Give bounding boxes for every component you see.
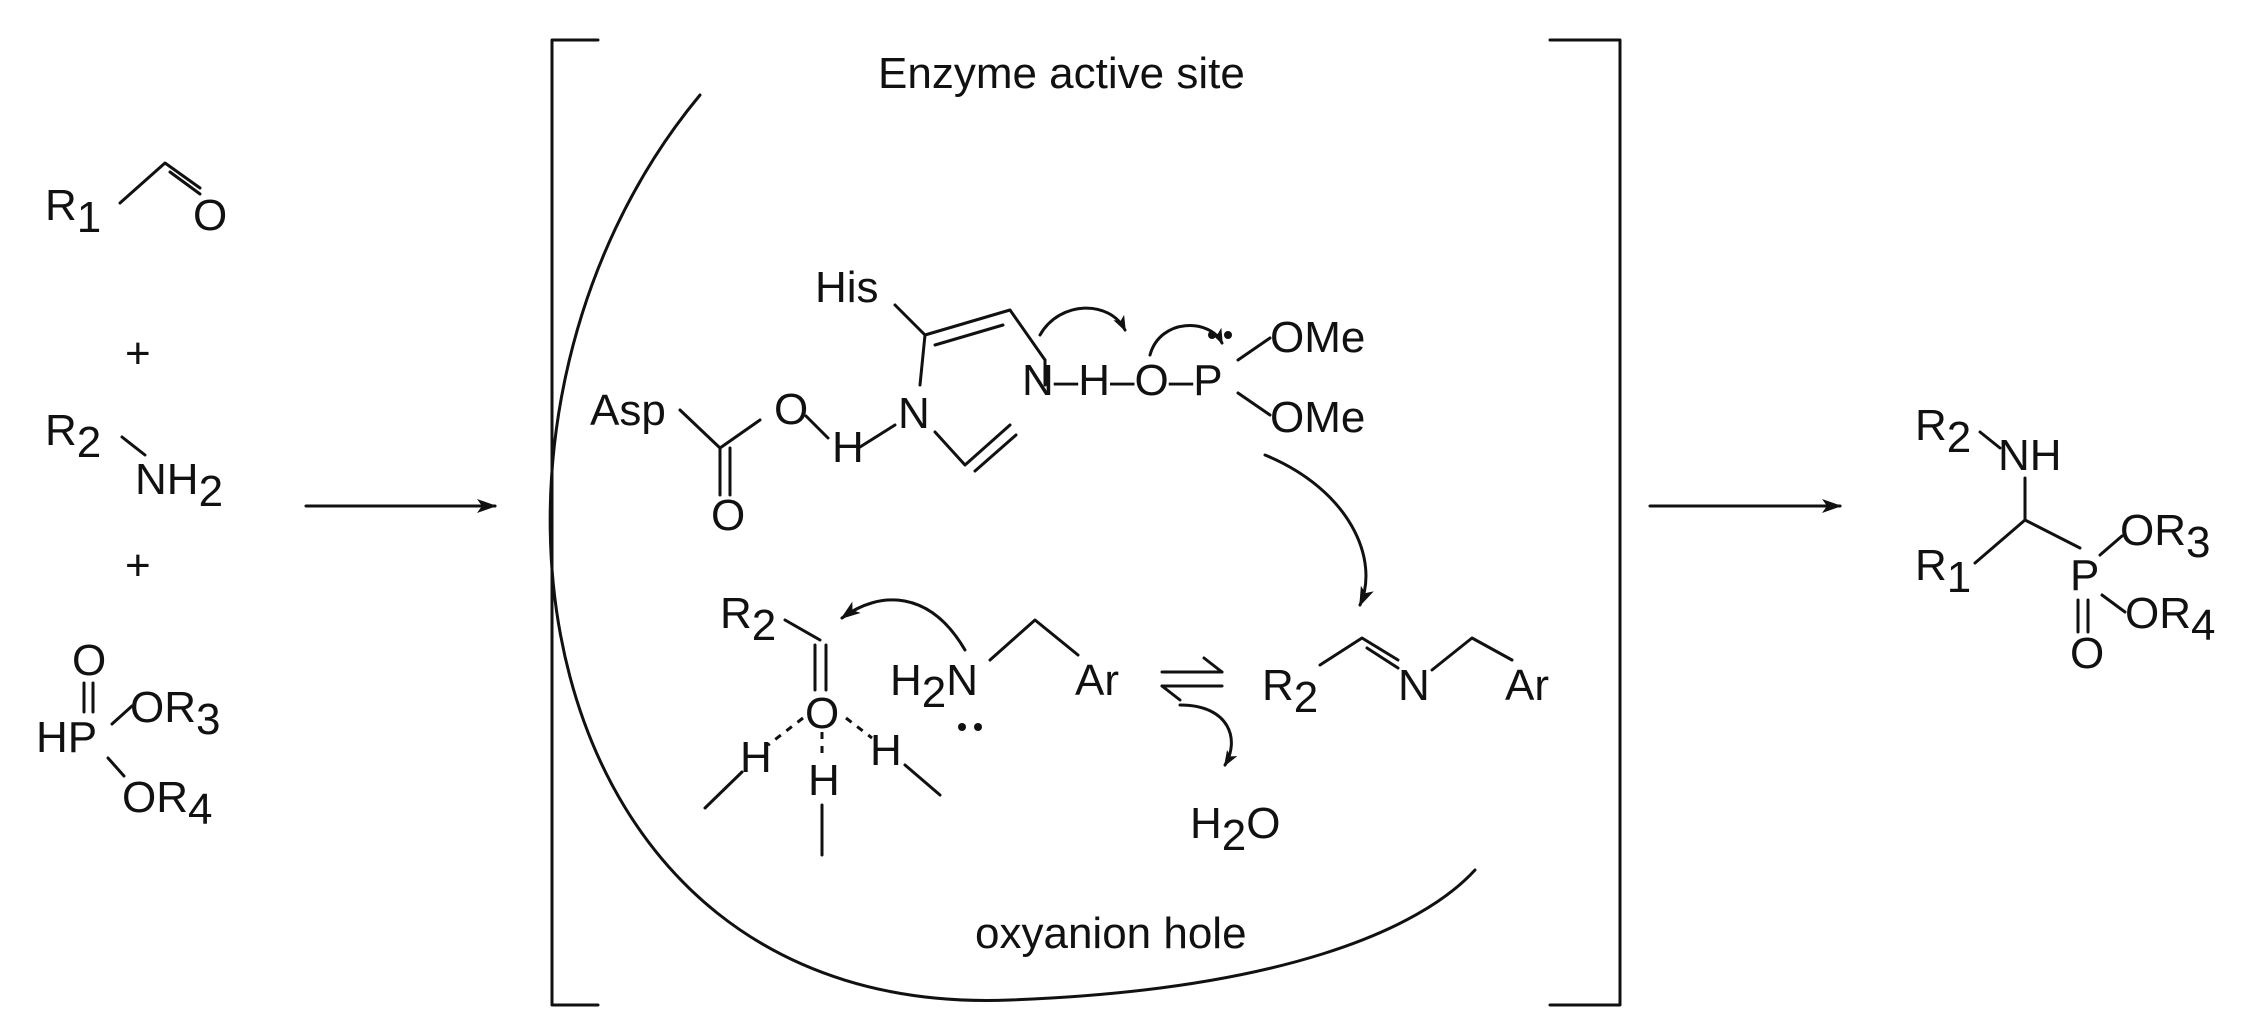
product-or3-label: OR (2120, 506, 2186, 555)
svg-text:R1: R1 (1915, 541, 1971, 602)
plus-sign-2: + (125, 541, 151, 590)
active-site-pocket-arc (548, 93, 1477, 1002)
svg-text:OR4: OR4 (122, 773, 212, 834)
curved-arrow-p-to-imine (1263, 453, 1374, 607)
imine-intermediate: R2 N Ar (1262, 636, 1549, 722)
product-or4-label: OR (2125, 589, 2191, 638)
svg-text:R2: R2 (1262, 661, 1318, 722)
phosphite-or4-label: OR (122, 773, 188, 822)
imidazole-n3-h-o-p-label: N–H–O–P (1022, 356, 1223, 405)
oxyanion-hole-label: oxyanion hole (975, 909, 1247, 958)
histidine-residue: His N N–H–O–P (815, 263, 1223, 473)
oxyanion-hole-h-mid: H (808, 756, 840, 805)
bridging-hydrogen: H (832, 423, 864, 472)
phosphite-hp-label: HP (36, 713, 97, 762)
curved-arrow-water (1178, 703, 1238, 767)
imine-r-label: R (1262, 661, 1294, 710)
svg-text:H2N: H2N (890, 656, 978, 717)
amine-nh-label: NH (135, 455, 199, 504)
aldehyde-oxygen-label: O (193, 191, 227, 240)
asp-label: Asp (590, 386, 666, 435)
phosphite-oxygen-label: O (72, 636, 106, 685)
his-label: His (815, 263, 879, 312)
product-nh-label: NH (1998, 431, 2062, 480)
amine-ar-label: Ar (1075, 656, 1119, 705)
svg-text:R1: R1 (45, 181, 101, 242)
curved-arrow-amine-to-carbonyl (840, 598, 967, 652)
imidazole-n1-label: N (898, 389, 930, 438)
svg-text:R2: R2 (1915, 401, 1971, 462)
phosphite-ome-1: OMe (1270, 313, 1365, 362)
svg-text:NH2: NH2 (135, 455, 223, 516)
aldehyde-r-subscript: 1 (77, 193, 101, 242)
oxyanion-hole-h-left: H (740, 733, 772, 782)
amine-r-subscript: 2 (77, 418, 101, 467)
svg-text:OR4: OR4 (2125, 589, 2215, 650)
benzylamine: H2N Ar (890, 618, 1119, 731)
product-r2-subscript: 2 (1947, 413, 1971, 462)
activated-aldehyde-r-subscript: 2 (752, 601, 776, 650)
reactant-aldehyde: R1 O (45, 161, 227, 242)
bracket-left (550, 38, 600, 1007)
asp-carbonyl-oxygen: O (711, 491, 745, 540)
product-phosphoryl-oxygen: O (2070, 629, 2104, 678)
reactant-amine: R2 NH2 (45, 406, 223, 516)
product-or4-subscript: 4 (2191, 601, 2215, 650)
enzyme-active-site-title: Enzyme active site (878, 49, 1245, 98)
svg-text:OR3: OR3 (2120, 506, 2210, 567)
activated-aldehyde: R2 O H H H (703, 589, 942, 857)
equilibrium-arrows (1160, 656, 1224, 702)
plus-sign-1: + (125, 329, 151, 378)
aldehyde-r-label: R (45, 181, 77, 230)
activated-aldehyde-r-label: R (720, 589, 752, 638)
svg-text:OR3: OR3 (130, 683, 220, 744)
water-h-label: H (1190, 799, 1222, 848)
product-aminophosphonate: R2 NH R1 P OR3 OR4 O (1915, 401, 2215, 678)
amine-nh-subscript: 2 (199, 467, 223, 516)
amine-n-label: N (946, 656, 978, 705)
water-o-label: O (1246, 799, 1280, 848)
asp-hydroxyl-oxygen: O (774, 385, 808, 434)
phosphite-or3-subscript: 3 (196, 695, 220, 744)
product-r2-label: R (1915, 401, 1947, 450)
reactant-phosphite: O HP OR3 OR4 (36, 636, 220, 834)
phosphite-or3-label: OR (130, 683, 196, 732)
water-subscript: 2 (1222, 811, 1246, 860)
carbonyl-oxygen-label: O (805, 689, 839, 738)
imine-r-subscript: 2 (1294, 673, 1318, 722)
amine-h-subscript: 2 (922, 668, 946, 717)
product-p-label: P (2070, 551, 2099, 600)
aspartate-residue: Asp O O H (590, 385, 897, 540)
bracket-right (1548, 38, 1622, 1007)
imine-ar-label: Ar (1505, 661, 1549, 710)
dimethyl-phosphite: OMe OMe (1208, 313, 1365, 442)
product-r1-label: R (1915, 541, 1947, 590)
water-label: H2O (1190, 799, 1281, 860)
curved-arrow-his-to-h (1038, 306, 1127, 337)
oxyanion-hole-h-right: H (870, 726, 902, 775)
svg-text:R2: R2 (720, 589, 776, 650)
phosphite-ome-2: OMe (1270, 393, 1365, 442)
curved-arrow-o-to-p (1148, 324, 1224, 357)
phosphite-or4-subscript: 4 (188, 785, 212, 834)
svg-text:R2: R2 (45, 406, 101, 467)
imine-n-label: N (1398, 661, 1430, 710)
amine-h-label: H (890, 656, 922, 705)
amine-r-label: R (45, 406, 77, 455)
product-r1-subscript: 1 (1947, 553, 1971, 602)
product-or3-subscript: 3 (2186, 518, 2210, 567)
